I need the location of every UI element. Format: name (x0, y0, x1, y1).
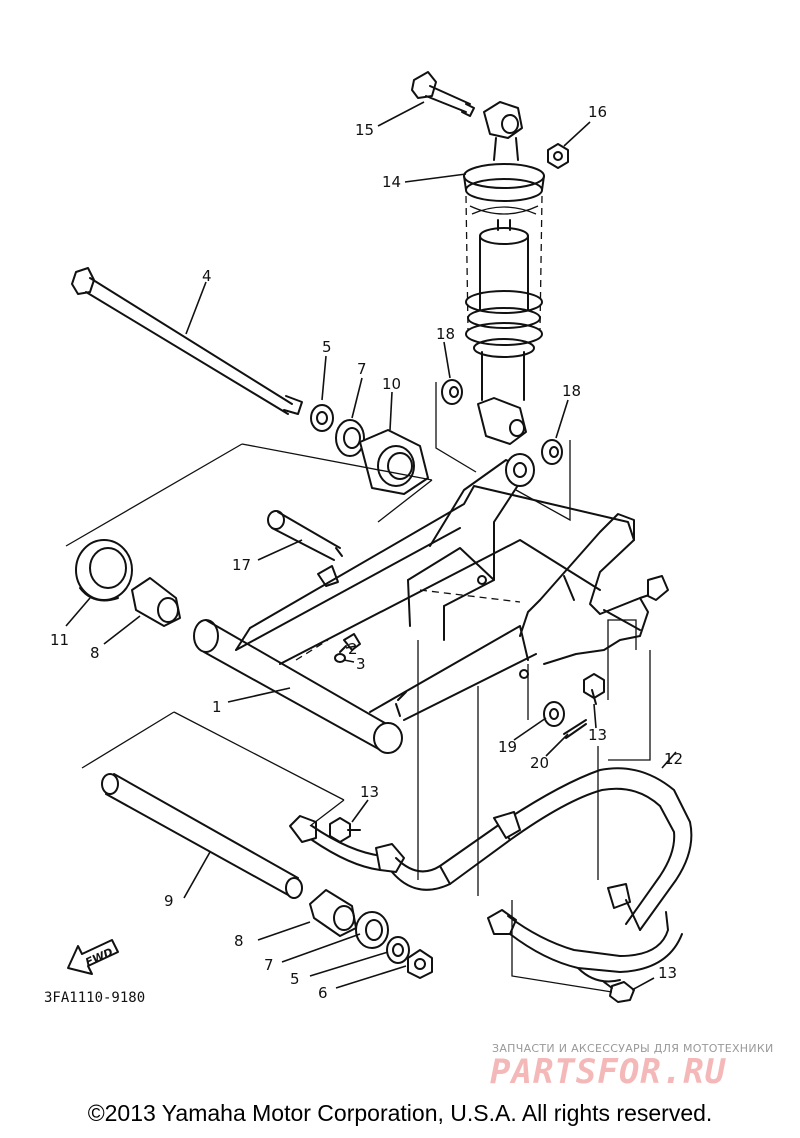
callout-3: 3 (356, 655, 366, 673)
collar-18-right (541, 439, 563, 465)
bush-10 (359, 429, 429, 495)
callout-2: 2 (348, 640, 358, 658)
callout-6: 6 (318, 984, 328, 1002)
callout-7-upper: 7 (357, 360, 367, 378)
callout-8-lower: 8 (234, 932, 244, 950)
bolt-13-lower (603, 981, 635, 1003)
callout-10: 10 (382, 375, 401, 393)
bolt-13-upper (583, 673, 605, 705)
callout-15: 15 (355, 121, 374, 139)
callout-17: 17 (232, 556, 251, 574)
tube-9 (101, 773, 303, 899)
callout-12: 12 (664, 750, 683, 768)
nut-16 (547, 143, 569, 169)
oil-seal-7-lower (355, 911, 389, 949)
bolt-15 (411, 71, 475, 117)
callout-19: 19 (498, 738, 517, 756)
bolt-13-middle (329, 817, 361, 843)
shock-absorber-14 (463, 101, 545, 445)
cotter-pin-20 (563, 719, 587, 739)
oil-seal-7-upper (335, 419, 365, 457)
rear-arm-exploded-diagram: FWD 15 14 16 4 5 7 10 (44, 71, 693, 1006)
callout-13-lower: 13 (658, 964, 677, 982)
copyright-notice: ©2013 Yamaha Motor Corporation, U.S.A. A… (87, 1100, 713, 1126)
pin-17 (267, 510, 343, 561)
guard-12 (289, 767, 693, 983)
callout-13-middle: 13 (360, 783, 379, 801)
watermark-tagline: ЗАПЧАСТИ И АКСЕССУАРЫ ДЛЯ МОТОТЕХНИКИ (492, 1042, 774, 1055)
callout-11: 11 (50, 631, 69, 649)
callout-16: 16 (588, 103, 607, 121)
callout-13-upper: 13 (588, 726, 607, 744)
collar-18-left (441, 379, 463, 405)
diagram-code: 3FA1110-9180 (44, 990, 145, 1006)
callout-18-right: 18 (562, 382, 581, 400)
callout-4: 4 (202, 267, 212, 285)
washer-5-upper (310, 404, 334, 432)
callout-9: 9 (164, 892, 174, 910)
callout-8-upper: 8 (90, 644, 100, 662)
collar-8-upper (131, 577, 181, 627)
callout-7-lower: 7 (264, 956, 274, 974)
callout-leaders (65, 101, 677, 991)
callout-5-lower: 5 (290, 970, 300, 988)
callout-18-left: 18 (436, 325, 455, 343)
callout-14: 14 (382, 173, 401, 191)
pivot-shaft-4 (71, 267, 303, 415)
bushing-11 (75, 539, 133, 602)
nut-6 (407, 949, 433, 979)
callout-1: 1 (212, 698, 222, 716)
watermark-logo: PARTSFOR.RU (490, 1052, 727, 1092)
washer-19 (543, 701, 565, 727)
callout-5-upper: 5 (322, 338, 332, 356)
washer-5-lower (386, 936, 410, 964)
rear-arm-1 (193, 453, 669, 754)
callout-20: 20 (530, 754, 549, 772)
collar-8-lower (309, 889, 357, 937)
washer-3 (334, 653, 346, 663)
fwd-arrow-icon: FWD (67, 939, 119, 975)
callout-numbers: 15 14 16 4 5 7 10 18 18 17 11 8 1 2 3 13… (50, 103, 683, 1002)
